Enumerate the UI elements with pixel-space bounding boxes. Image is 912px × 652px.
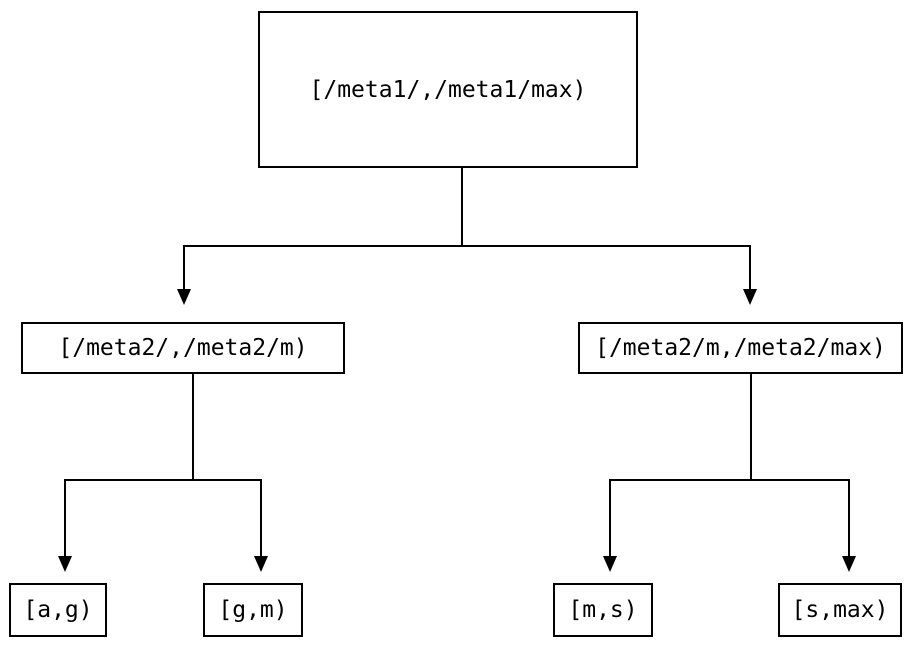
node-leaf-s-max[interactable]: [s,max) bbox=[778, 583, 902, 637]
arrowhead-root-to-mid-right bbox=[743, 289, 757, 305]
edge-mid-left-to-leaf-ag bbox=[64, 479, 66, 557]
edge-mid-right-to-leaf-smax bbox=[848, 479, 850, 557]
node-root[interactable]: [/meta1/,/meta1/max) bbox=[258, 11, 638, 168]
node-mid-right[interactable]: [/meta2/m,/meta2/max) bbox=[578, 322, 903, 374]
edge-mid-left-stem bbox=[192, 374, 194, 481]
node-leaf-m-s[interactable]: [m,s) bbox=[553, 583, 653, 637]
arrowhead-mid-left-to-leaf-ag bbox=[58, 556, 72, 572]
edge-mid-left-to-leaf-gm bbox=[260, 479, 262, 557]
edge-mid-right-to-leaf-ms bbox=[609, 479, 611, 557]
edge-root-to-mid-left bbox=[183, 245, 185, 290]
edge-root-to-mid-right bbox=[749, 245, 751, 290]
arrowhead-mid-right-to-leaf-ms bbox=[603, 556, 617, 572]
edge-root-stem bbox=[461, 168, 463, 246]
edge-mid-left-crossbar bbox=[64, 479, 262, 481]
node-leaf-a-g[interactable]: [a,g) bbox=[9, 583, 107, 637]
node-mid-left[interactable]: [/meta2/,/meta2/m) bbox=[21, 322, 345, 374]
arrowhead-mid-left-to-leaf-gm bbox=[254, 556, 268, 572]
edge-mid-right-stem bbox=[750, 374, 752, 481]
edge-root-crossbar bbox=[183, 245, 751, 247]
arrowhead-mid-right-to-leaf-smax bbox=[842, 556, 856, 572]
edge-mid-right-crossbar bbox=[609, 479, 850, 481]
arrowhead-root-to-mid-left bbox=[177, 289, 191, 305]
node-leaf-g-m[interactable]: [g,m) bbox=[203, 583, 303, 637]
